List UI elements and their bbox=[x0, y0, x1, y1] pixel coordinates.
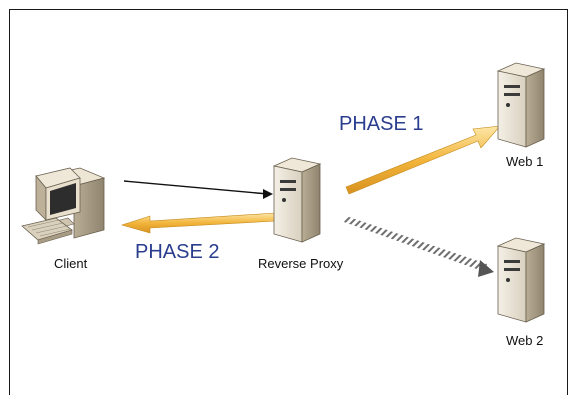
phase2-arrow bbox=[120, 212, 277, 234]
phase1-arrow bbox=[345, 125, 501, 195]
reverse-proxy-server-icon bbox=[273, 157, 321, 243]
reverse-proxy-label: Reverse Proxy bbox=[258, 256, 344, 271]
phase1-label: PHASE 1 bbox=[339, 113, 423, 135]
web2-link bbox=[344, 216, 494, 277]
client-computer-icon bbox=[21, 167, 106, 245]
request-arrow bbox=[123, 180, 273, 199]
web2-label: Web 2 bbox=[506, 333, 543, 348]
web1-label: Web 1 bbox=[506, 154, 543, 169]
phase2-label: PHASE 2 bbox=[135, 241, 219, 263]
web1-server-icon bbox=[497, 62, 545, 148]
client-label: Client bbox=[54, 256, 88, 271]
web2-server-icon bbox=[497, 237, 545, 323]
